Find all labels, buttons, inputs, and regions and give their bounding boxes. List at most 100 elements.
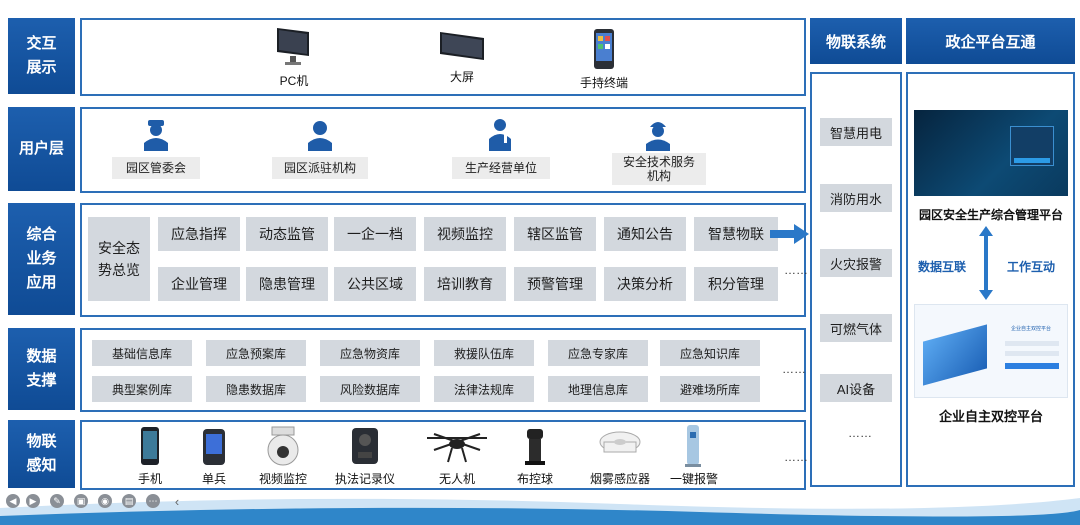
pc-label: PC机 <box>274 72 314 89</box>
device-label: 单兵 <box>194 470 234 487</box>
body-camera-icon <box>350 426 380 466</box>
iot-panel: 智慧用电 消防用水 火灾报警 可燃气体 AI设备 …… <box>810 72 902 487</box>
smoke-detector-icon <box>598 430 642 462</box>
biz-item[interactable]: 动态监管 <box>246 217 328 251</box>
prev-slide-icon[interactable]: ◀ <box>6 494 20 508</box>
data-more: …… <box>782 362 806 376</box>
handheld-terminal-label: 手持终端 <box>569 74 639 91</box>
biz-item[interactable]: 预警管理 <box>514 267 596 301</box>
interaction-panel: PC机 大屏 手持终端 <box>80 18 806 96</box>
arrow-right-icon <box>770 223 810 245</box>
gov-panel: 园区安全生产综合管理平台 数据互联 工作互动 企业自主双控平台 企业自主双控平台 <box>906 72 1075 487</box>
biz-item[interactable]: 公共区域 <box>334 267 416 301</box>
work-link-label: 工作互动 <box>1000 258 1062 275</box>
biz-safety-overview[interactable]: 安全态 势总览 <box>88 217 150 301</box>
more-options-icon[interactable]: ⋯ <box>146 494 160 508</box>
data-item[interactable]: 应急知识库 <box>660 340 760 366</box>
iot-title: 物联系统 <box>810 18 902 64</box>
view-icon[interactable]: ◉ <box>98 494 112 508</box>
biz-item[interactable]: 通知公告 <box>604 217 686 251</box>
device-label: 烟雾感应器 <box>584 470 656 487</box>
row-label-interaction: 交互 展示 <box>8 18 75 94</box>
ptz-camera-icon <box>264 426 302 466</box>
park-platform-screenshot <box>914 110 1068 196</box>
biz-item[interactable]: 培训教育 <box>424 267 506 301</box>
zoom-icon[interactable]: ▣ <box>74 494 88 508</box>
user-production-unit: 生产经营单位 <box>452 157 550 179</box>
user-park-committee: 园区管委会 <box>112 157 200 179</box>
enterprise-platform-label: 企业自主双控平台 <box>912 406 1070 425</box>
collapse-toolbar-icon[interactable]: ‹ <box>170 494 184 508</box>
biz-item[interactable]: 决策分析 <box>604 267 686 301</box>
data-support-panel: 基础信息库 应急预案库 应急物资库 救援队伍库 应急专家库 应急知识库 典型案例… <box>80 328 806 412</box>
row-label-user: 用户层 <box>8 107 75 191</box>
bottom-wave <box>0 488 1080 525</box>
biz-item[interactable]: 企业管理 <box>158 267 240 301</box>
iot-item[interactable]: 火灾报警 <box>820 249 892 277</box>
dome-ball-camera-icon <box>524 428 546 466</box>
device-label: 无人机 <box>432 470 482 487</box>
biz-item[interactable]: 辖区监管 <box>514 217 596 251</box>
login-title: 企业自主双控平台 <box>999 325 1063 332</box>
row-label-data: 数据 支撑 <box>8 328 75 410</box>
pen-icon[interactable]: ✎ <box>50 494 64 508</box>
soldier-device-icon <box>202 428 226 466</box>
biz-item[interactable]: 智慧物联 <box>694 217 778 251</box>
data-item[interactable]: 基础信息库 <box>92 340 192 366</box>
login-field <box>1005 351 1059 356</box>
iot-item[interactable]: 消防用水 <box>820 184 892 212</box>
biz-more: …… <box>784 263 808 277</box>
data-item[interactable]: 应急专家库 <box>548 340 648 366</box>
biz-item[interactable]: 视频监控 <box>424 217 506 251</box>
perception-more: …… <box>784 450 808 464</box>
biz-item[interactable]: 一企一档 <box>334 217 416 251</box>
double-arrow-icon <box>978 226 994 300</box>
row-label-business: 综合 业务 应用 <box>8 203 75 315</box>
alarm-pillar-icon <box>682 424 704 468</box>
data-link-label: 数据互联 <box>912 258 972 275</box>
iot-item[interactable]: 智慧用电 <box>820 118 892 146</box>
gov-title: 政企平台互通 <box>906 18 1075 64</box>
big-screen-icon <box>438 30 486 64</box>
biz-item[interactable]: 应急指挥 <box>158 217 240 251</box>
device-label: 视频监控 <box>253 470 313 487</box>
big-screen-label: 大屏 <box>442 68 482 85</box>
data-item[interactable]: 应急物资库 <box>320 340 420 366</box>
biz-item[interactable]: 积分管理 <box>694 267 778 301</box>
pc-monitor-icon <box>273 26 313 66</box>
data-item[interactable]: 隐患数据库 <box>206 376 306 402</box>
data-item[interactable]: 法律法规库 <box>434 376 534 402</box>
iot-item[interactable]: 可燃气体 <box>820 314 892 342</box>
business-panel: 安全态 势总览 应急指挥 动态监管 一企一档 视频监控 辖区监管 通知公告 智慧… <box>80 203 806 317</box>
park-platform-label: 园区安全生产综合管理平台 <box>912 206 1070 223</box>
data-item[interactable]: 典型案例库 <box>92 376 192 402</box>
perception-panel: 手机 单兵 视频监控 执法记录仪 无人机 布控球 烟雾感应器 <box>80 420 806 490</box>
row-label-perception: 物联 感知 <box>8 420 75 488</box>
data-item[interactable]: 地理信息库 <box>548 376 648 402</box>
data-item[interactable]: 避难场所库 <box>660 376 760 402</box>
mobile-phone-icon <box>140 426 160 466</box>
officer-icon <box>142 119 170 151</box>
iot-more: …… <box>848 426 872 440</box>
subtitle-icon[interactable]: ▤ <box>122 494 136 508</box>
iso-building-graphic <box>923 324 987 385</box>
enterprise-platform-screenshot: 企业自主双控平台 <box>914 304 1068 398</box>
device-label: 一键报警 <box>662 470 726 487</box>
drone-icon <box>422 430 492 464</box>
staff-icon <box>306 119 334 151</box>
device-label: 手机 <box>130 470 170 487</box>
user-safety-service: 安全技术服务 机构 <box>612 153 706 185</box>
safety-engineer-icon <box>644 117 672 151</box>
handheld-terminal-icon <box>592 28 616 70</box>
user-layer-panel: 园区管委会 园区派驻机构 生产经营单位 安全技术服务 机构 <box>80 107 806 193</box>
next-slide-icon[interactable]: ▶ <box>26 494 40 508</box>
biz-item[interactable]: 隐患管理 <box>246 267 328 301</box>
device-label: 执法记录仪 <box>328 470 402 487</box>
data-item[interactable]: 应急预案库 <box>206 340 306 366</box>
data-item[interactable]: 救援队伍库 <box>434 340 534 366</box>
business-person-icon <box>486 117 514 151</box>
login-button <box>1014 158 1050 163</box>
data-item[interactable]: 风险数据库 <box>320 376 420 402</box>
user-dispatched-agency: 园区派驻机构 <box>272 157 368 179</box>
iot-item[interactable]: AI设备 <box>820 374 892 402</box>
